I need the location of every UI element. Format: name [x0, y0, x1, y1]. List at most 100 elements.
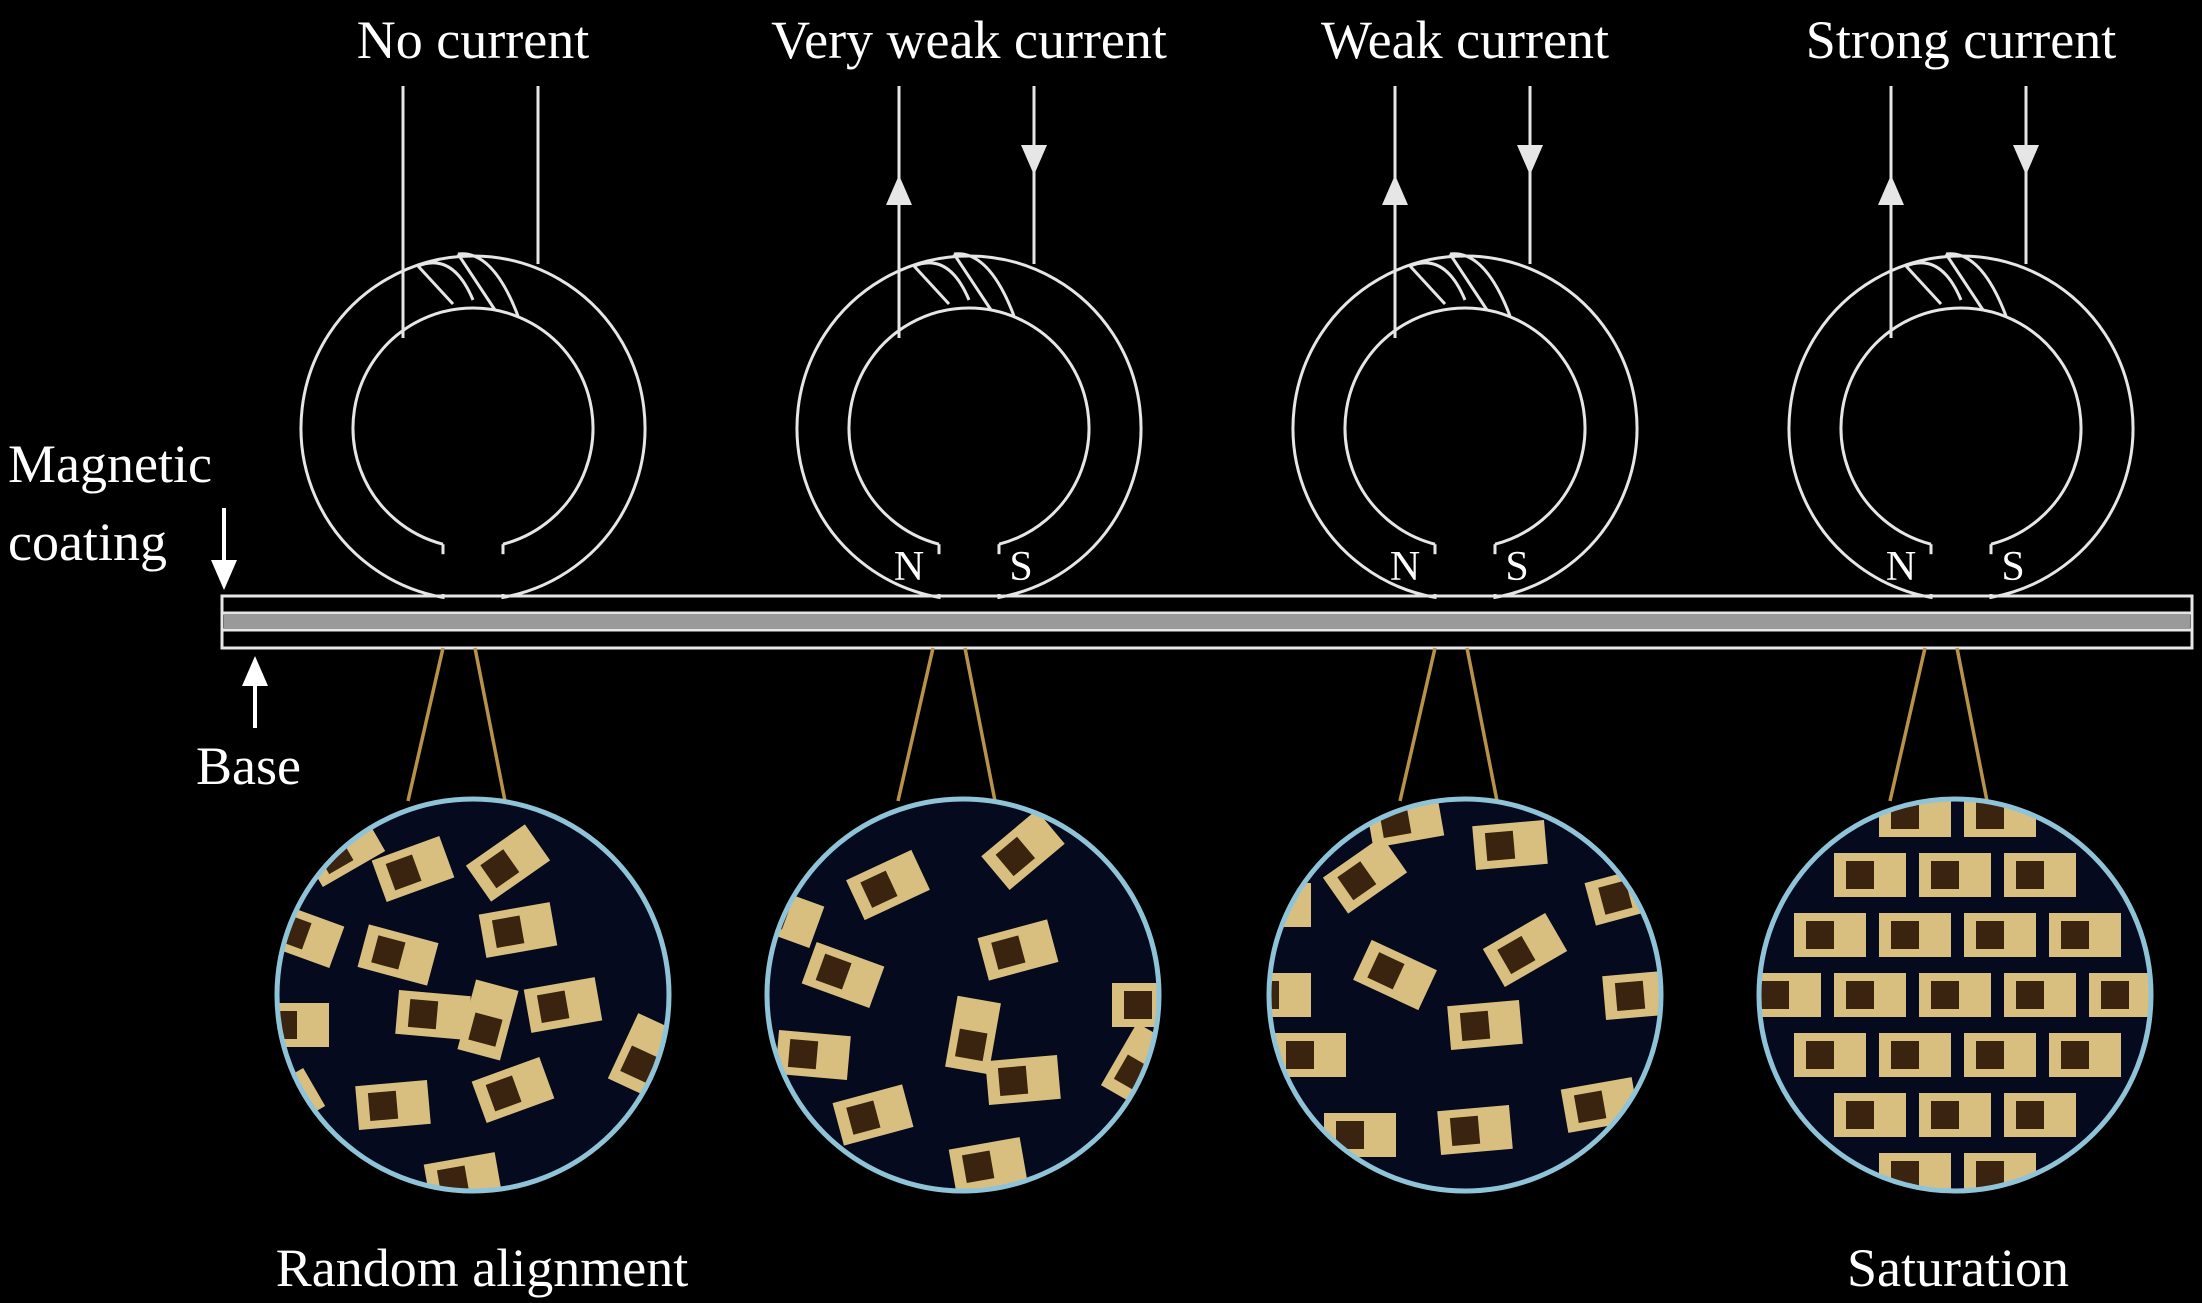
head-1: No current [299, 10, 647, 600]
magnetic-particle [1759, 973, 1821, 1017]
magnetic-particle [1112, 983, 1159, 1027]
magnetic-particle [1794, 1033, 1866, 1077]
zoom-leader-right [963, 647, 997, 802]
coil-winding [456, 253, 497, 311]
magnetic-particle [1919, 973, 1991, 1017]
zoom-leader-right [1465, 647, 1499, 802]
pole-label-north: N [1390, 544, 1420, 590]
caption-saturation: Saturation [1847, 1238, 2069, 1298]
current-label: Strong current [1806, 10, 2116, 70]
pole-label-north: N [1886, 544, 1916, 590]
coil-winding [1904, 264, 1943, 306]
magnified-circle-border [764, 796, 1162, 1194]
magnetic-particle [1322, 836, 1408, 914]
current-out-arrow-icon [1382, 175, 1408, 205]
magnetic-particle [945, 995, 1001, 1075]
magnetic-particle [985, 1054, 1061, 1106]
coil-winding [1905, 261, 1963, 301]
coil-winding [1944, 253, 1985, 311]
coil-winding [953, 252, 1016, 317]
head-inner-ring [1839, 306, 2083, 546]
zoom-leader-right [473, 647, 507, 802]
magnified-view-3 [1266, 647, 1664, 1194]
magnetic-particle [2089, 973, 2151, 1017]
magnetic-particle [371, 836, 455, 902]
zoom-leader-left [406, 647, 445, 802]
base-arrow-icon [242, 656, 268, 728]
current-in-arrow-icon [1021, 145, 1047, 175]
magnified-circle-border [274, 796, 672, 1194]
caption-random-alignment: Random alignment [276, 1238, 688, 1298]
magnetic-particle [1269, 973, 1311, 1017]
magnetic-particles [767, 810, 1159, 1191]
zoom-leader-right [1955, 647, 1989, 802]
magnetic-particle [1879, 1033, 1951, 1077]
magnetic-particle [1353, 939, 1437, 1011]
magnetic-particle [1834, 973, 1906, 1017]
magnetic-particle [607, 1013, 669, 1097]
magnetic-particle [277, 1003, 329, 1047]
magnetic-particle [357, 924, 439, 986]
magnetic-particle [775, 1029, 851, 1081]
head-inner-ring [351, 306, 595, 546]
coil-winding [952, 253, 993, 311]
magnified-view-4 [1756, 647, 2154, 1194]
magnetic-particle [355, 1079, 431, 1131]
pole-label-south: S [2001, 544, 2024, 590]
coil-winding [416, 264, 455, 306]
current-label: No current [357, 10, 589, 70]
magnetic-particle [395, 989, 471, 1041]
coil-winding [912, 264, 951, 306]
magnetic-particle [1964, 1033, 2036, 1077]
current-out-arrow-icon [1878, 175, 1904, 205]
magnetic-particle [1834, 853, 1906, 897]
magnetic-particle [457, 979, 519, 1061]
magnetic-tape [220, 594, 2194, 650]
magnified-views [274, 647, 2154, 1194]
magnified-circle-border [1266, 796, 1664, 1194]
pole-label-south: S [1505, 544, 1528, 590]
coating-arrow-icon [211, 508, 237, 590]
magnetic-particle [2004, 853, 2076, 897]
magnified-circle-border [1756, 796, 2154, 1194]
zoom-leader-left [1888, 647, 1927, 802]
current-in-arrow-icon [2013, 145, 2039, 175]
magnetic-particles [1759, 799, 2151, 1191]
head-inner-ring [847, 306, 1091, 546]
magnetic-particle [1834, 1093, 1906, 1137]
magnetic-particle [523, 977, 603, 1033]
magnetic-particle [1919, 1093, 1991, 1137]
magnetic-particle [981, 810, 1065, 890]
magnetic-particle [1879, 913, 1951, 957]
magnetic-particle [465, 824, 551, 902]
magnetic-particle [977, 919, 1059, 981]
pole-label-north: N [894, 544, 924, 590]
coil-winding [1448, 253, 1489, 311]
magnetic-particle [1964, 913, 2036, 957]
magnified-view-2 [764, 647, 1162, 1194]
magnetic-particle [846, 849, 930, 921]
zoom-leader-left [896, 647, 935, 802]
coil-winding [417, 261, 475, 301]
magnetic-particle [1472, 819, 1548, 871]
magnetic-particle [2049, 1033, 2121, 1077]
coil-winding [1408, 264, 1447, 306]
magnetic-particle [1447, 999, 1523, 1051]
magnetic-particle [1482, 912, 1568, 988]
base-label: Base [196, 736, 301, 796]
coil-winding [913, 261, 971, 301]
coil-winding [1945, 252, 2008, 317]
coil-winding [1449, 252, 1512, 317]
magnetic-particle [1919, 853, 1991, 897]
magnetic-particle [1437, 1104, 1513, 1156]
head-inner-ring [1343, 306, 1587, 546]
magnetic-particle [2004, 973, 2076, 1017]
current-label: Weak current [1321, 10, 1609, 70]
tape-coating-fill [224, 614, 2190, 629]
coating-label-line1: Magnetic [8, 434, 212, 494]
coil-winding [457, 252, 520, 317]
magnetic-particle [2049, 913, 2121, 957]
